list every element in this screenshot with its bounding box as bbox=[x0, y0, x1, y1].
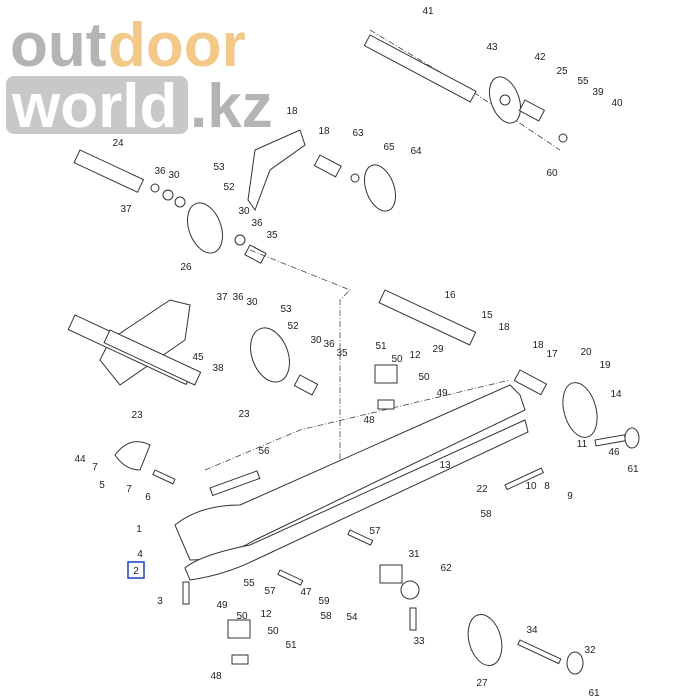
callout-38: 38 bbox=[212, 363, 224, 374]
callout-11: 11 bbox=[577, 439, 588, 450]
callout-33: 33 bbox=[413, 636, 425, 647]
callout-5: 5 bbox=[99, 480, 105, 491]
watermark: out door world .kz bbox=[6, 11, 273, 141]
callout-58: 58 bbox=[320, 611, 332, 622]
callout-24: 24 bbox=[112, 138, 124, 149]
callout-36: 36 bbox=[154, 166, 166, 177]
callout-60: 60 bbox=[546, 168, 558, 179]
callout-17: 17 bbox=[546, 349, 558, 360]
callout-50: 50 bbox=[236, 611, 248, 622]
parts-drawing bbox=[67, 29, 640, 675]
callout-51: 51 bbox=[285, 640, 297, 651]
callout-49: 49 bbox=[216, 600, 228, 611]
callout-25: 25 bbox=[556, 66, 568, 77]
callout-50: 50 bbox=[391, 354, 403, 365]
callout-37: 37 bbox=[216, 292, 228, 303]
callout-4: 4 bbox=[137, 549, 143, 560]
callout-23: 23 bbox=[238, 409, 250, 420]
callout-41: 41 bbox=[422, 6, 434, 17]
callout-20: 20 bbox=[580, 347, 592, 358]
callout-35: 35 bbox=[266, 230, 278, 241]
callout-43: 43 bbox=[486, 42, 498, 53]
callout-10: 10 bbox=[525, 481, 537, 492]
callout-29: 29 bbox=[432, 344, 444, 355]
callout-58: 58 bbox=[480, 509, 492, 520]
callout-54: 54 bbox=[346, 612, 358, 623]
callout-36: 36 bbox=[232, 292, 244, 303]
callout-31: 31 bbox=[408, 549, 420, 560]
callout-36: 36 bbox=[323, 339, 335, 350]
callout-61: 61 bbox=[588, 688, 600, 699]
callout-45: 45 bbox=[192, 352, 204, 363]
callout-3: 3 bbox=[157, 596, 163, 607]
callout-15: 15 bbox=[481, 310, 493, 321]
callout-30: 30 bbox=[168, 170, 180, 181]
callout-8: 8 bbox=[544, 481, 550, 492]
callout-35: 35 bbox=[336, 348, 348, 359]
callout-14: 14 bbox=[610, 389, 622, 400]
callout-26: 26 bbox=[180, 262, 192, 273]
callout-61: 61 bbox=[627, 464, 639, 475]
callout-23: 23 bbox=[131, 410, 143, 421]
callout-59: 59 bbox=[318, 596, 330, 607]
callout-53: 53 bbox=[280, 304, 292, 315]
highlighted-callout-box[interactable] bbox=[127, 561, 145, 579]
watermark-door: door bbox=[108, 11, 246, 80]
callout-48: 48 bbox=[210, 671, 222, 682]
callout-30: 30 bbox=[310, 335, 322, 346]
watermark-kz: .kz bbox=[190, 72, 273, 141]
callout-44: 44 bbox=[74, 454, 86, 465]
callout-9: 9 bbox=[567, 491, 573, 502]
callout-46: 46 bbox=[608, 447, 620, 458]
callout-37: 37 bbox=[120, 204, 132, 215]
callout-32: 32 bbox=[584, 645, 596, 656]
callout-50: 50 bbox=[418, 372, 430, 383]
callout-53: 53 bbox=[213, 162, 225, 173]
callout-22: 22 bbox=[476, 484, 488, 495]
callout-51: 51 bbox=[375, 341, 387, 352]
callout-30: 30 bbox=[246, 297, 258, 308]
callout-50: 50 bbox=[267, 626, 279, 637]
callout-30: 30 bbox=[238, 206, 250, 217]
callout-12: 12 bbox=[260, 609, 272, 620]
callout-7: 7 bbox=[92, 462, 98, 473]
callout-1: 1 bbox=[136, 524, 142, 535]
callout-52: 52 bbox=[287, 321, 299, 332]
callout-6: 6 bbox=[145, 492, 151, 503]
callout-19: 19 bbox=[599, 360, 611, 371]
watermark-world: world bbox=[11, 72, 177, 141]
callout-52: 52 bbox=[223, 182, 235, 193]
callout-42: 42 bbox=[534, 52, 546, 63]
callout-57: 57 bbox=[369, 526, 381, 537]
callout-49: 49 bbox=[436, 388, 448, 399]
watermark-out: out bbox=[10, 11, 106, 80]
callout-18: 18 bbox=[532, 340, 544, 351]
callout-36: 36 bbox=[251, 218, 263, 229]
callout-16: 16 bbox=[444, 290, 456, 301]
callout-65: 65 bbox=[383, 142, 395, 153]
callout-40: 40 bbox=[611, 98, 623, 109]
callout-56: 56 bbox=[258, 446, 270, 457]
callout-18: 18 bbox=[498, 322, 510, 333]
callout-62: 62 bbox=[440, 563, 452, 574]
callout-39: 39 bbox=[592, 87, 604, 98]
callout-48: 48 bbox=[363, 415, 375, 426]
callout-55: 55 bbox=[577, 76, 589, 87]
callout-63: 63 bbox=[352, 128, 364, 139]
callout-18: 18 bbox=[318, 126, 330, 137]
callout-47: 47 bbox=[300, 587, 312, 598]
callout-7: 7 bbox=[126, 484, 132, 495]
callout-12: 12 bbox=[409, 350, 421, 361]
callout-64: 64 bbox=[410, 146, 422, 157]
callout-13: 13 bbox=[439, 460, 451, 471]
callout-2: 2 bbox=[133, 566, 139, 577]
callout-55: 55 bbox=[243, 578, 255, 589]
callout-18: 18 bbox=[286, 106, 298, 117]
watermark-world-box bbox=[6, 76, 188, 134]
callout-57: 57 bbox=[264, 586, 276, 597]
callout-34: 34 bbox=[526, 625, 538, 636]
callout-27: 27 bbox=[476, 678, 488, 689]
